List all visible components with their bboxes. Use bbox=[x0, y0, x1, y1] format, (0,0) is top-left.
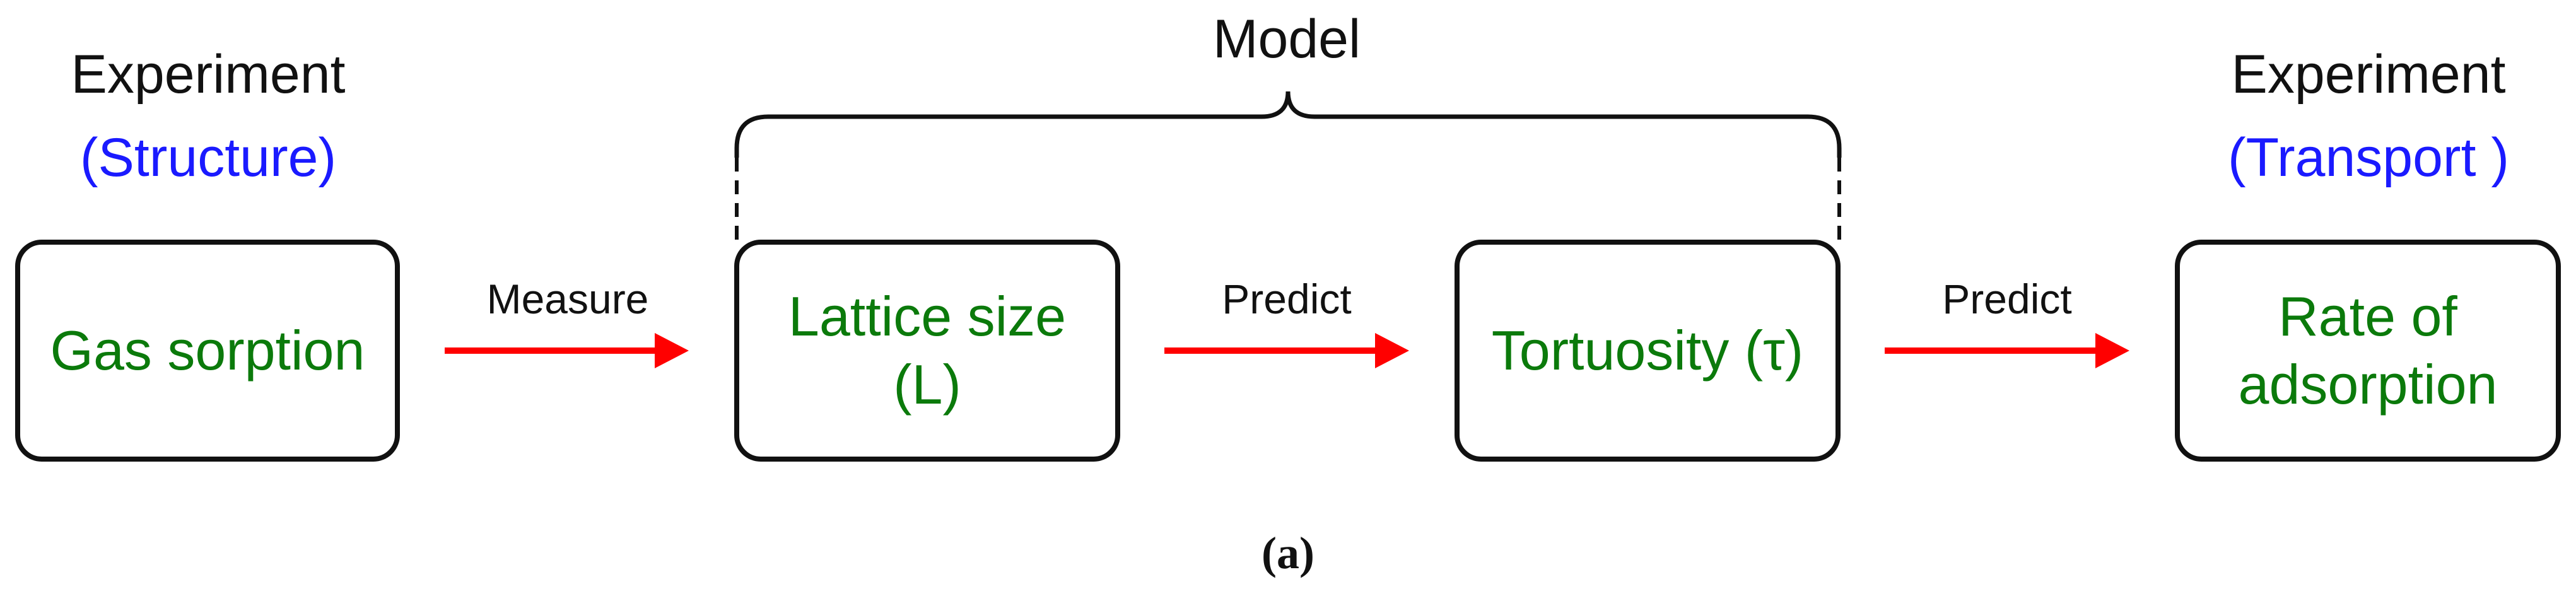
measure-label: Measure bbox=[486, 276, 649, 322]
lattice-size-box: Lattice size (L) bbox=[734, 240, 1120, 462]
rate-of-adsorption-box: Rate of adsorption bbox=[2175, 240, 2561, 462]
left-structure-subtitle: (Structure) bbox=[79, 127, 337, 188]
tortuosity-box: Tortuosity (τ) bbox=[1455, 240, 1841, 462]
model-title: Model bbox=[1212, 9, 1361, 69]
rate-of-adsorption-text: Rate of adsorption bbox=[2238, 285, 2498, 416]
tortuosity-text: Tortuosity (τ) bbox=[1491, 319, 1804, 382]
predict-label-2: Predict bbox=[1942, 276, 2072, 322]
predict-label-1: Predict bbox=[1222, 276, 1352, 322]
gas-sorption-box: Gas sorption bbox=[15, 240, 400, 462]
model-brace bbox=[734, 91, 1842, 158]
predict-arrow-1 bbox=[1164, 333, 1409, 368]
left-experiment-title: Experiment bbox=[71, 44, 346, 105]
gas-sorption-text: Gas sorption bbox=[50, 319, 365, 382]
right-transport-subtitle: (Transport ) bbox=[2228, 127, 2509, 188]
right-experiment-title: Experiment bbox=[2231, 44, 2506, 105]
figure-caption: (a) bbox=[1262, 528, 1314, 578]
lattice-size-text: Lattice size (L) bbox=[788, 285, 1067, 416]
measure-arrow bbox=[445, 333, 689, 368]
predict-arrow-2 bbox=[1885, 333, 2129, 368]
